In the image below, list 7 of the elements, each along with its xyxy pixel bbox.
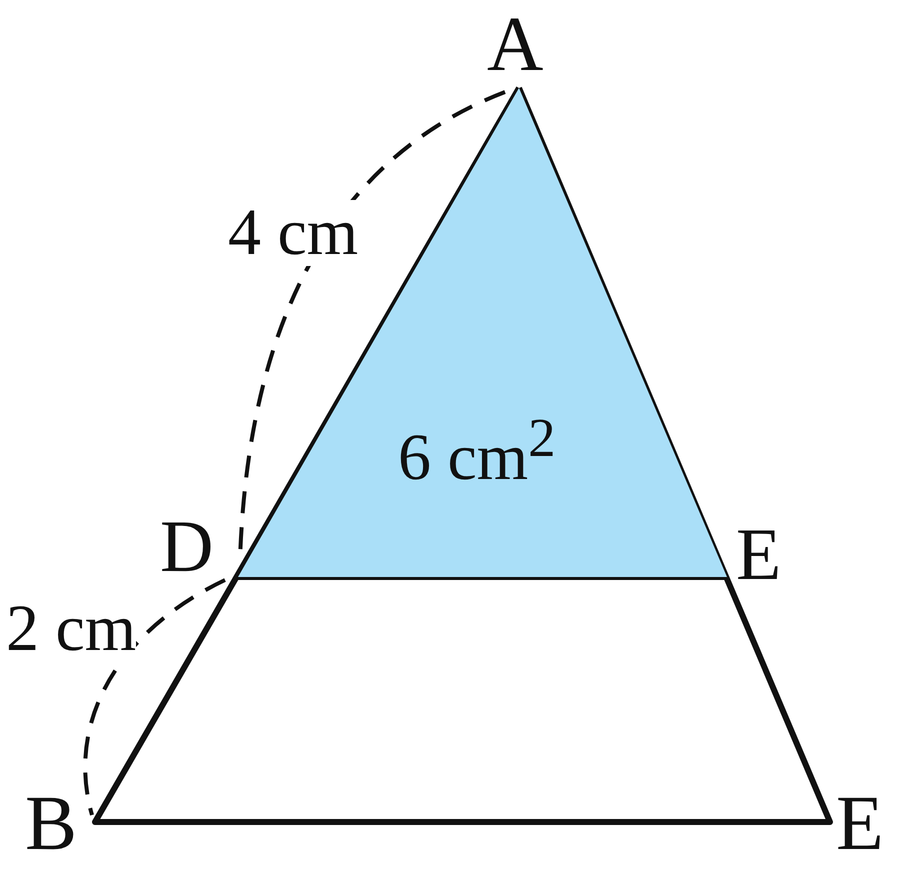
point-label: B — [25, 784, 78, 862]
point-label: D — [160, 510, 214, 584]
length-label: 4 cm — [228, 200, 358, 266]
point-label: A — [487, 5, 544, 83]
area-label: 6 cm$^{2}$ — [398, 410, 556, 491]
point-label: E — [836, 784, 884, 862]
point-label: E — [736, 518, 782, 592]
